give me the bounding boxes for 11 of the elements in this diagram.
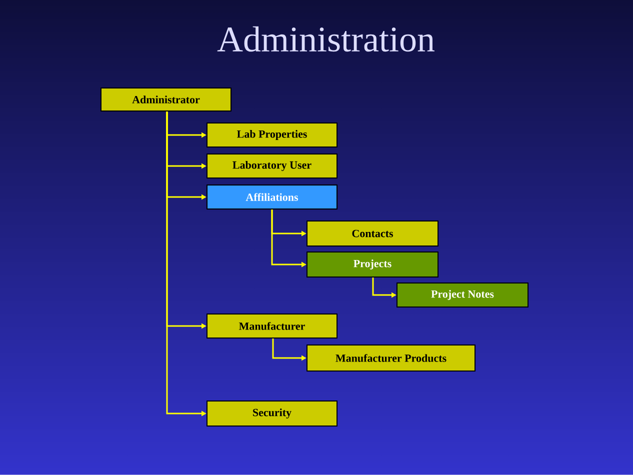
menu-box: Contacts — [306, 220, 438, 246]
menu-box: Affiliations — [206, 184, 338, 210]
menu-box: Lab Properties — [206, 122, 338, 148]
menu-box: Projects — [306, 252, 438, 278]
menu-box: Manufacturer — [206, 314, 338, 338]
menu-box: Project Notes — [396, 282, 528, 308]
menu-box: Administrator — [100, 88, 232, 112]
menu-box: Security — [206, 400, 338, 426]
title: Administration — [217, 26, 434, 52]
menu-box: Manufacturer Products — [306, 344, 476, 372]
menu-box: Laboratory User — [206, 154, 338, 178]
